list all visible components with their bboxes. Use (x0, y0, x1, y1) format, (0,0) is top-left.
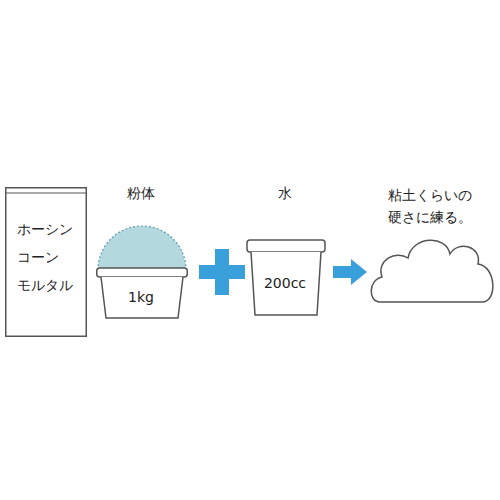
node-text: 1kg (95, 288, 187, 306)
node-text: 200cc (245, 274, 325, 292)
node-text: 粘土くらいの 硬さに練る。 (388, 184, 492, 229)
powder-basin: 粉体 1kg (95, 180, 189, 320)
node-text: ホーシン コーン モルタル (17, 215, 79, 299)
plus-sign (199, 249, 245, 295)
node-text: 水 (245, 184, 325, 202)
clay-cloud: 粘土くらいの 硬さに練る。 (368, 180, 498, 310)
mortar-bag: ホーシン コーン モルタル (5, 187, 87, 337)
water-cup: 水 200cc (245, 180, 327, 320)
block-arrow (333, 259, 367, 285)
node-text: 粉体 (95, 184, 187, 202)
